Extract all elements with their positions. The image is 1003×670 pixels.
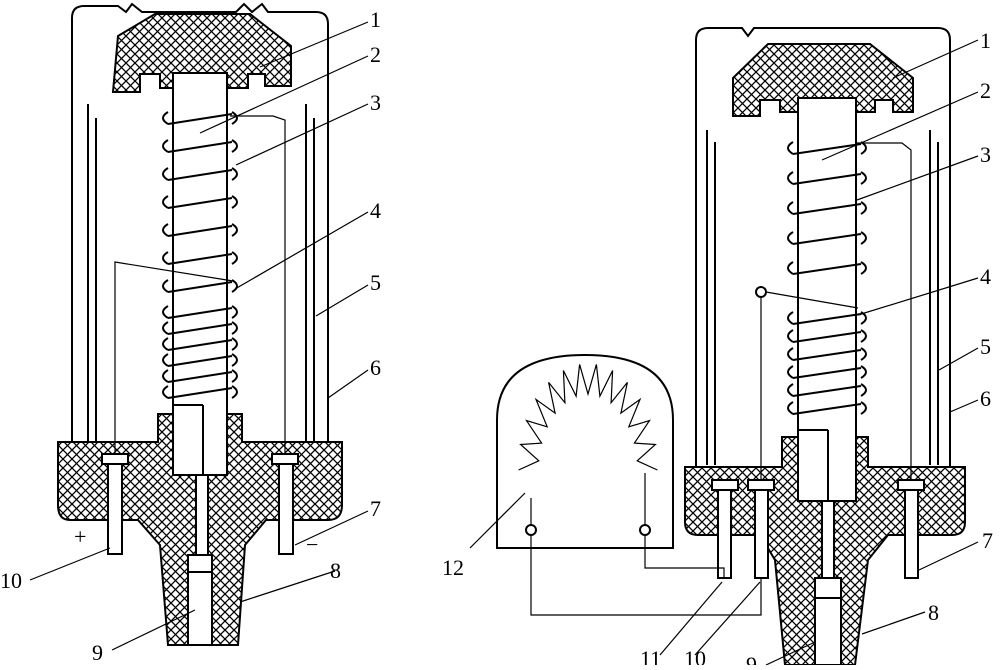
- left-figure: + − 1 2 3 4 5 6 7 8 9 10: [0, 2, 381, 665]
- left-wire-1: [230, 115, 286, 454]
- right-label-5: 5: [980, 334, 991, 359]
- right-wire-1: [856, 142, 912, 480]
- right-stem-end: [814, 577, 842, 666]
- right-terminal-11: [717, 489, 732, 579]
- left-label-10: 10: [0, 568, 22, 593]
- left-label-3: 3: [370, 90, 381, 115]
- left-terminal-minus: [278, 463, 294, 555]
- left-coil: [162, 111, 238, 399]
- right-label-6: 6: [980, 386, 991, 411]
- right-label-9: 9: [746, 652, 757, 665]
- heater-element: [518, 364, 658, 471]
- external-wire-10: [530, 535, 762, 616]
- left-wall-lines: [87, 104, 315, 442]
- right-label-4: 4: [980, 264, 991, 289]
- right-glass-envelope: [695, 27, 951, 468]
- right-label-1: 1: [980, 28, 991, 53]
- right-terminal-10: [754, 489, 769, 579]
- left-label-8: 8: [330, 558, 341, 583]
- right-terminal-7: [904, 489, 919, 579]
- right-label-3: 3: [980, 142, 991, 167]
- left-label-7: 7: [370, 496, 381, 521]
- heater-terminal-left: [525, 524, 537, 536]
- left-callout-labels: 1 2 3 4 5 6 7 8 9 10: [0, 7, 381, 665]
- right-label-8: 8: [928, 600, 939, 625]
- left-terminal-plus-head: [101, 453, 129, 465]
- left-terminal-plus: [107, 463, 123, 555]
- left-label-5: 5: [370, 270, 381, 295]
- left-polarity-plus: +: [74, 524, 86, 549]
- left-label-2: 2: [370, 42, 381, 67]
- left-stem-end: [187, 554, 213, 646]
- left-wire-4: [114, 261, 234, 454]
- left-label-4: 4: [370, 198, 381, 223]
- right-label-11: 11: [640, 646, 661, 665]
- right-stem-pin: [821, 500, 835, 582]
- right-wall-lines: [706, 130, 939, 465]
- heater-housing: [496, 353, 674, 549]
- right-figure: 1 2 3 4 5 6 7 8 9 10 11 12: [442, 27, 993, 670]
- right-terminal-11-head: [711, 479, 739, 491]
- right-coil: [787, 141, 867, 415]
- left-label-1: 1: [370, 7, 381, 32]
- right-callout-labels: 1 2 3 4 5 6 7 8 9 10 11 12: [442, 28, 993, 670]
- right-leader-lines: [469, 39, 979, 666]
- left-polarity-minus: −: [306, 532, 318, 557]
- left-central-tube: [172, 72, 228, 476]
- right-label-7: 7: [982, 528, 993, 553]
- right-terminal-10-head: [747, 479, 775, 491]
- left-terminal-minus-head: [271, 453, 299, 465]
- left-label-9: 9: [92, 640, 103, 665]
- right-contact-point: [755, 286, 767, 298]
- right-label-10: 10: [684, 646, 706, 665]
- heater-terminal-right: [639, 524, 651, 536]
- right-terminal-7-head: [897, 479, 925, 491]
- left-leader-lines: [29, 21, 369, 651]
- right-label-12: 12: [442, 555, 464, 580]
- left-stem-pin: [195, 474, 209, 561]
- right-label-2: 2: [980, 78, 991, 103]
- left-glass-envelope: [71, 2, 329, 445]
- left-label-6: 6: [370, 355, 381, 380]
- external-wire-11: [644, 535, 725, 578]
